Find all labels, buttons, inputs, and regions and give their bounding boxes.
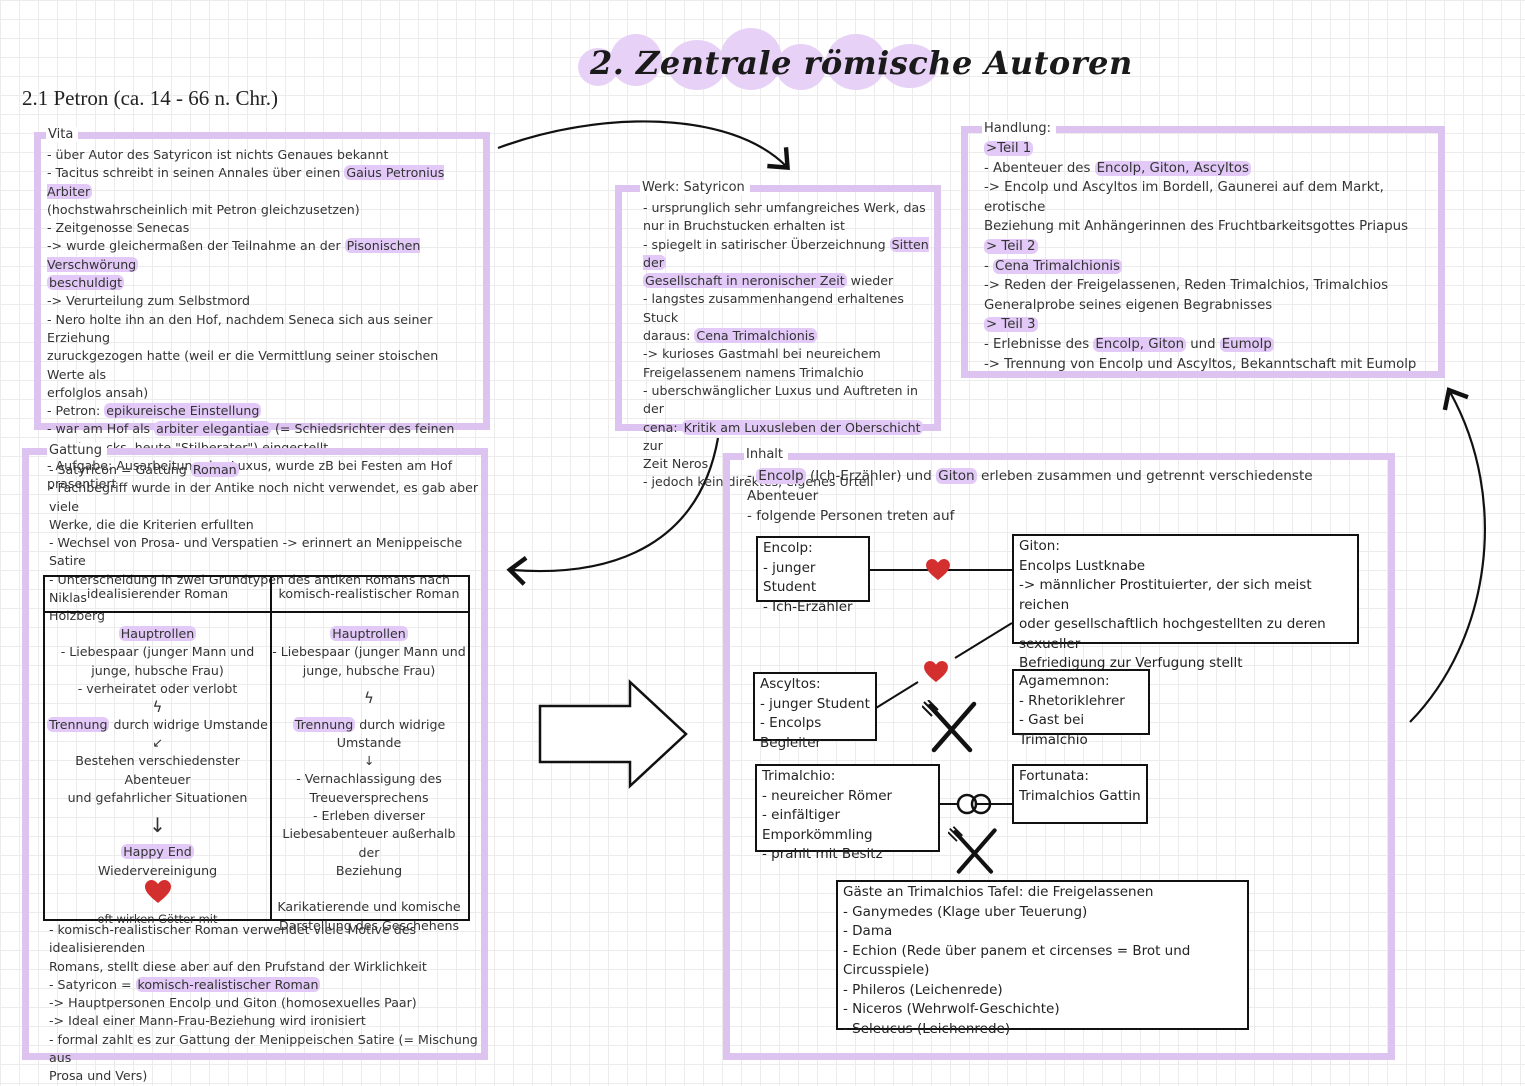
gattung-bottom-text: - komisch-realistischer Roman verwendet … — [49, 922, 478, 1084]
arrow-inhalt-to-handlung — [1409, 387, 1486, 723]
arrow-down-icon: ↓ — [363, 753, 375, 769]
highlight: Eumolp — [1219, 336, 1274, 352]
arrow-werk-to-gattung — [506, 437, 720, 586]
highlight: beschuldigt — [47, 275, 125, 291]
highlight: Roman — [190, 462, 239, 477]
heart-icon — [926, 559, 950, 581]
highlight: Encolp — [756, 468, 806, 484]
handlung-label: Handlung: — [982, 121, 1056, 136]
vita-text: - über Autor des Satyricon ist nichts Ge… — [47, 147, 455, 492]
highlight: komisch-realistischer Roman — [135, 976, 321, 992]
column-header: komisch-realistischer Roman — [270, 577, 468, 613]
rings-icon — [956, 793, 992, 815]
highlight: Giton — [936, 468, 977, 484]
character-agamemnon: Agamemnon: - Rhetoriklehrer - Gast bei T… — [1012, 669, 1150, 748]
title-decoration — [668, 40, 726, 90]
highlight: Trennung — [292, 716, 356, 732]
title-decoration — [882, 44, 938, 88]
character-giton: Giton: Encolps Lustknabe -> männlicher P… — [1012, 534, 1359, 671]
lightning-icon: ϟ — [364, 688, 374, 707]
highlight: Happy End — [121, 844, 194, 860]
highlight: Cena Trimalchionis — [993, 258, 1123, 274]
highlight: > Teil 3 — [984, 317, 1038, 333]
column-idealisierend: idealisierender Roman Hauptrollen - Lieb… — [45, 577, 272, 926]
arrow-down-icon: ↙ — [152, 735, 163, 751]
highlight: Encolp, Giton, Ascyltos — [1094, 160, 1251, 176]
vita-label: Vita — [46, 127, 79, 142]
highlight: Kritik am Luxusleben der Oberschicht — [681, 419, 923, 435]
highlight: Hauptrollen — [330, 626, 408, 641]
arrow-down-icon: ↓ — [149, 813, 166, 838]
character-encolp: Encolp: - junger Student - Ich-Erzähler — [756, 536, 870, 615]
roman-comparison-table: idealisierender Roman Hauptrollen - Lieb… — [43, 575, 470, 933]
section-heading: 2.1 Petron (ca. 14 - 66 n. Chr.) — [22, 86, 279, 110]
character-trimalchio: Trimalchio: - neureicher Römer - einfält… — [755, 764, 940, 862]
character-ascyltos: Ascyltos: - junger Student - Encolps Beg… — [753, 672, 877, 751]
lightning-icon: ϟ — [152, 698, 163, 717]
column-komisch-realistisch: komisch-realistischer Roman Hauptrollen … — [270, 577, 468, 933]
gattung-label: Gattung — [47, 443, 107, 458]
gaeste-list: Gäste an Trimalchios Tafel: die Freigela… — [836, 880, 1249, 1037]
column-header: idealisierender Roman — [45, 577, 270, 613]
title-decoration — [826, 34, 886, 90]
cutlery-icon — [948, 826, 997, 874]
heart-icon — [924, 661, 948, 683]
highlight: arbiter elegantiae — [154, 421, 271, 437]
werk-text: - ursprunglich sehr umfangreiches Werk, … — [643, 200, 929, 490]
highlight: Hauptrollen — [118, 626, 197, 641]
highlight: Encolp, Giton — [1093, 336, 1187, 352]
cutlery-icon — [922, 700, 977, 753]
highlight: epikureische Einstellung — [104, 403, 262, 419]
big-arrow-right — [538, 679, 688, 789]
title-decoration — [776, 44, 826, 90]
character-fortunata: Fortunata: Trimalchios Gattin — [1012, 764, 1148, 824]
title-decoration — [610, 34, 662, 86]
highlight: Trennung — [47, 717, 110, 733]
gattung-frame — [22, 448, 488, 1060]
highlight: Cena Trimalchionis — [694, 328, 817, 344]
title-decoration — [720, 28, 782, 90]
gattung-text: - Satyricon = Gattung Roman - Fachbegrif… — [49, 462, 479, 624]
highlight: >Teil 1 — [984, 141, 1034, 156]
werk-label: Werk: Satyricon — [640, 180, 750, 195]
inhalt-frame — [723, 453, 1395, 1060]
arrow-vita-to-werk — [497, 120, 790, 170]
handlung-text: >Teil 1 - Abenteuer des Encolp, Giton, A… — [984, 141, 1417, 372]
handlung-frame — [961, 126, 1445, 378]
inhalt-label: Inhalt — [744, 447, 788, 462]
inhalt-text: - Encolp (Ich-Erzähler) und Giton erlebe… — [747, 468, 1313, 524]
highlight: Gesellschaft in neronischer Zeit — [643, 273, 847, 289]
heart-icon — [45, 879, 270, 910]
page-title: 2. Zentrale römische Autoren — [590, 44, 1133, 82]
highlight: > Teil 2 — [984, 238, 1038, 254]
